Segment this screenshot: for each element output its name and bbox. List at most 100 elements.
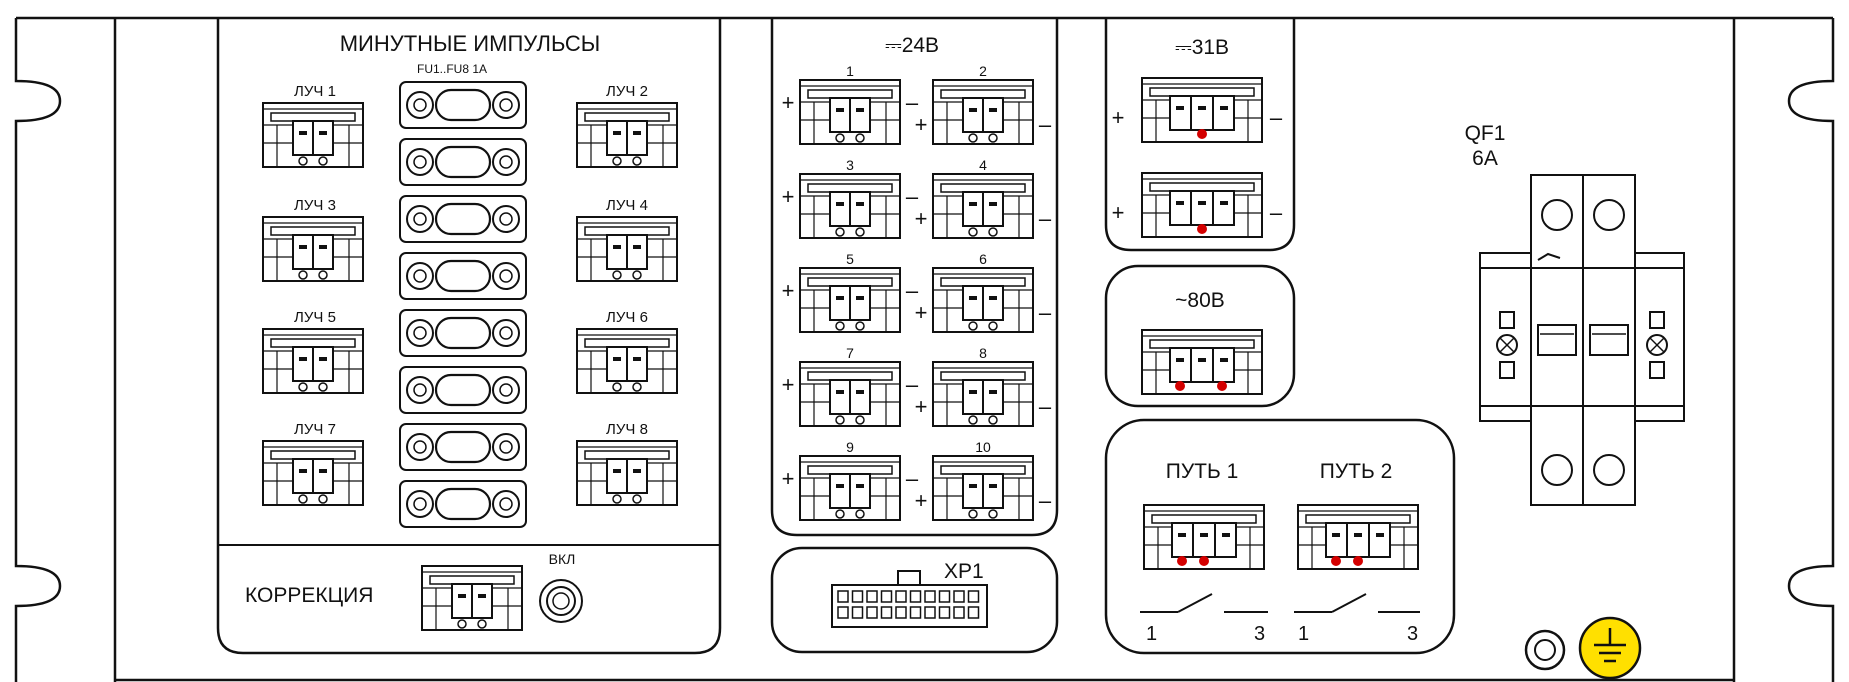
fuse-holder-1[interactable] [398, 80, 528, 130]
xp1-section: XP1 [770, 546, 1059, 654]
dc24-terminal-5[interactable] [799, 267, 901, 333]
dc24-minus-sign: – [1039, 206, 1052, 231]
channel-2-terminal[interactable] [576, 102, 678, 168]
channel-3-terminal[interactable] [262, 216, 364, 282]
switch-label: ВКЛ [549, 551, 576, 567]
dc24-terminal-number-2: 2 [979, 63, 987, 79]
breaker-rating: 6А [1472, 147, 1498, 170]
path1-label: ПУТЬ 1 [1166, 460, 1239, 483]
dc31-red-pins [1197, 129, 1207, 234]
dc24-plus-sign: + [915, 394, 928, 419]
xp1-pin [851, 590, 864, 603]
ac80-section: ~80В [1104, 264, 1296, 408]
dc24-minus-sign: – [1039, 300, 1052, 325]
correction-toggle-switch[interactable] [539, 579, 583, 623]
path2-pin-3: 3 [1407, 623, 1418, 645]
dc24-plus-sign: + [782, 184, 795, 209]
xp1-connector[interactable] [831, 570, 988, 628]
fuse-holder-8[interactable] [398, 479, 528, 529]
xp1-pin [837, 606, 849, 619]
dc24-terminal-number-1: 1 [846, 63, 854, 79]
xp1-pin [909, 606, 922, 619]
xp1-pin [938, 590, 951, 603]
dc24-plus-sign: + [915, 112, 928, 137]
dc24-minus-sign: – [906, 184, 919, 209]
path1-pin-1: 1 [1146, 623, 1157, 645]
dc24-terminal-number-7: 7 [846, 345, 854, 361]
fuse-holder-4[interactable] [398, 251, 528, 301]
channel-4-terminal[interactable] [576, 216, 678, 282]
xp1-label: XP1 [944, 560, 984, 583]
dc24-title: ⎓24В [885, 34, 939, 57]
dc24-minus-sign: – [906, 278, 919, 303]
contact-symbols [1140, 593, 1420, 613]
dc24-plus-sign: + [782, 278, 795, 303]
fuse-holder-2[interactable] [398, 137, 528, 187]
xp1-pin [880, 590, 893, 603]
dc24-terminal-number-3: 3 [846, 157, 854, 173]
ground-nut[interactable] [1524, 629, 1566, 671]
channel-5-terminal[interactable] [262, 328, 364, 394]
dc31-plus-2: + [1112, 200, 1125, 225]
dc31-plus-1: + [1112, 105, 1125, 130]
dc24-section: ⎓24В 1+–2+–3+–4+–5+–6+–7+–8+–9+–10+– [770, 18, 1059, 537]
channel-label-1: ЛУЧ 1 [294, 83, 336, 100]
channel-8-terminal[interactable] [576, 440, 678, 506]
dc24-terminal-2[interactable] [932, 79, 1034, 145]
ground-icon [1578, 616, 1642, 680]
dc24-terminal-number-6: 6 [979, 251, 987, 267]
channel-1-terminal[interactable] [262, 102, 364, 168]
dc24-terminal-number-10: 10 [975, 439, 991, 455]
channel-6-terminal[interactable] [576, 328, 678, 394]
breaker-qf1[interactable]: QF1 6А [1465, 122, 1685, 506]
dc24-plus-sign: + [915, 206, 928, 231]
channel-label-6: ЛУЧ 6 [606, 309, 648, 326]
channel-label-2: ЛУЧ 2 [606, 83, 648, 100]
xp1-pin [924, 606, 936, 619]
channel-label-3: ЛУЧ 3 [294, 197, 336, 214]
dc24-plus-sign: + [782, 90, 795, 115]
dc24-minus-sign: – [1039, 112, 1052, 137]
minute-pulses-section: МИНУТНЫЕ ИМПУЛЬСЫ FU1..FU8 1А ЛУЧ 1 ЛУЧ … [216, 18, 722, 655]
path2-label: ПУТЬ 2 [1320, 460, 1393, 483]
xp1-pin [895, 590, 907, 603]
dc24-terminal-grid: 1+–2+–3+–4+–5+–6+–7+–8+–9+–10+– [782, 63, 1052, 521]
dc31-minus-1: – [1270, 105, 1283, 130]
correction-terminal[interactable] [421, 565, 523, 631]
fuse-group-label: FU1..FU8 1А [417, 62, 487, 76]
path-red-pins [1177, 556, 1363, 566]
dc24-plus-sign: + [782, 466, 795, 491]
dc24-terminal-10[interactable] [932, 455, 1034, 521]
xp1-pin [851, 606, 864, 619]
dc24-terminal-8[interactable] [932, 361, 1034, 427]
path2-pin-1: 1 [1298, 623, 1309, 645]
fuse-holder-3[interactable] [398, 194, 528, 244]
dc24-minus-sign: – [906, 90, 919, 115]
xp1-pin [880, 606, 893, 619]
channel-label-7: ЛУЧ 7 [294, 421, 336, 438]
dc24-terminal-6[interactable] [932, 267, 1034, 333]
ac80-title: ~80В [1175, 289, 1225, 312]
fuse-holder-7[interactable] [398, 422, 528, 472]
xp1-pin [953, 590, 965, 603]
dc24-terminal-4[interactable] [932, 173, 1034, 239]
fuse-holder-6[interactable] [398, 365, 528, 415]
dc24-terminal-number-8: 8 [979, 345, 987, 361]
xp1-pin [866, 606, 878, 619]
channel-7-terminal[interactable] [262, 440, 364, 506]
dc24-terminal-9[interactable] [799, 455, 901, 521]
xp1-pins [837, 590, 980, 619]
xp1-pin [967, 590, 980, 603]
xp1-pin [866, 590, 878, 603]
dc31-title: ⎓31В [1175, 36, 1229, 59]
dc24-terminal-3[interactable] [799, 173, 901, 239]
fuse-holder-5[interactable] [398, 308, 528, 358]
ac80-red-pins [1175, 381, 1227, 391]
ac80-terminal[interactable] [1141, 329, 1263, 395]
dc24-terminal-1[interactable] [799, 79, 901, 145]
dc24-terminal-7[interactable] [799, 361, 901, 427]
channel-label-8: ЛУЧ 8 [606, 421, 648, 438]
minute-pulses-title: МИНУТНЫЕ ИМПУЛЬСЫ [340, 31, 601, 56]
path1-pin-3: 3 [1254, 623, 1265, 645]
